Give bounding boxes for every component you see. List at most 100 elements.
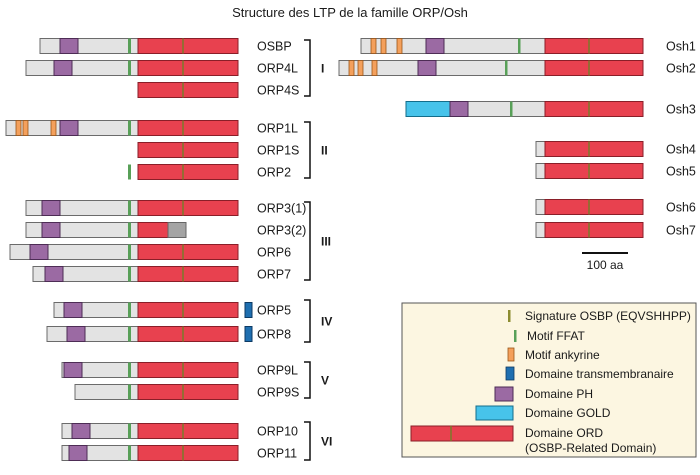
- ord-domain: [137, 60, 239, 76]
- ord-domain: [137, 362, 239, 378]
- ord-domain: [544, 101, 644, 117]
- protein-name: ORP3(2): [257, 224, 306, 238]
- scale-bar-label: 100 aa: [587, 258, 624, 272]
- ph-domain: [44, 266, 64, 282]
- protein-name: ORP3(1): [257, 202, 306, 216]
- group-bracket: II: [304, 121, 328, 179]
- orp-protein-row: ORP6: [9, 244, 291, 260]
- protein-name: Osh1: [666, 40, 696, 54]
- ffat-motif: [128, 222, 131, 238]
- ph-domain: [59, 120, 79, 136]
- protein-name: Osh6: [666, 201, 696, 215]
- gold-swatch: [475, 405, 514, 421]
- protein-name: Osh3: [666, 103, 696, 117]
- truncated-tail: [167, 222, 187, 238]
- ord-domain: [137, 38, 239, 54]
- ph-domain: [63, 362, 83, 378]
- gold-domain: [405, 101, 451, 117]
- ffat-motif: [518, 38, 521, 54]
- group-bracket: VI: [304, 421, 332, 461]
- group-bracket-line: [304, 201, 311, 281]
- protein-name: Osh5: [666, 165, 696, 179]
- ffat-motif: [128, 60, 131, 76]
- protein-name: Osh2: [666, 62, 696, 76]
- protein-backbone: [338, 60, 546, 76]
- ord-domain: [544, 222, 644, 238]
- legend-label: Motif FFAT: [527, 329, 585, 343]
- group-bracket-line: [304, 421, 311, 461]
- ord-domain: [137, 445, 239, 461]
- protein-name: ORP11: [257, 447, 297, 461]
- orp-protein-row: ORP1S: [137, 142, 299, 158]
- group-bracket-line: [304, 299, 311, 343]
- protein-name: Osh4: [666, 143, 696, 157]
- ffat-motif: [128, 326, 131, 342]
- protein-name: ORP9S: [257, 386, 299, 400]
- orp-protein-row: ORP2: [128, 164, 291, 180]
- orp-protein-row: ORP10: [61, 423, 298, 439]
- group-label: I: [321, 62, 324, 76]
- ord-swatch: [410, 425, 514, 442]
- protein-name: Osh7: [666, 224, 696, 238]
- legend-sublabel: (OSBP-Related Domain): [525, 441, 656, 455]
- protein-name: ORP7: [257, 268, 291, 282]
- ffat-motif: [128, 164, 131, 180]
- orp-protein-row: ORP8: [46, 326, 291, 342]
- ph-domain: [41, 222, 61, 238]
- ffat-motif: [128, 38, 131, 54]
- legend-item-ffat: Motif FFAT: [514, 329, 585, 343]
- legend-label: Domaine GOLD: [525, 406, 611, 420]
- protein-name: ORP4L: [257, 62, 298, 76]
- ord-domain: [137, 326, 239, 342]
- ord-domain: [544, 141, 644, 157]
- ffat-motif: [128, 384, 131, 400]
- transmembrane-swatch: [505, 366, 515, 381]
- orp-protein-row: ORP5: [53, 302, 291, 318]
- orp-protein-row: ORP1L: [5, 120, 298, 136]
- ph-domain: [59, 38, 79, 54]
- group-label: VI: [321, 435, 332, 449]
- ankyrin-motif: [15, 120, 22, 136]
- osh-protein-row: Osh1: [360, 38, 696, 54]
- legend: Signature OSBP (EQVSHHPP)Motif FFATMotif…: [401, 302, 697, 458]
- protein-backbone: [9, 244, 139, 260]
- protein-backbone: [535, 163, 546, 179]
- ord-domain: [137, 142, 239, 158]
- orp-protein-row: ORP4L: [25, 60, 298, 76]
- group-label: IV: [321, 315, 332, 329]
- ffat-motif: [128, 362, 131, 378]
- ankyrin-motif: [371, 60, 378, 76]
- ph-domain: [41, 200, 61, 216]
- ord-domain: [544, 199, 644, 215]
- orp-protein-row: ORP4S: [137, 82, 299, 98]
- ord-domain: [137, 164, 239, 180]
- protein-name: ORP6: [257, 246, 291, 260]
- ffat-motif: [128, 445, 131, 461]
- legend-label: Domaine PH: [525, 387, 593, 401]
- ord-domain: [137, 82, 239, 98]
- protein-name: ORP2: [257, 166, 291, 180]
- ph-domain: [71, 423, 91, 439]
- orp-protein-row: OSBP: [39, 38, 292, 54]
- ffat-motif: [128, 266, 131, 282]
- osh-protein-row: Osh7: [535, 222, 696, 238]
- legend-item-ph: Domaine PH: [494, 386, 593, 402]
- ord-domain: [137, 200, 239, 216]
- protein-backbone: [535, 222, 546, 238]
- osh-protein-row: Osh6: [535, 199, 696, 215]
- ffat-swatch: [514, 330, 517, 342]
- group-bracket: V: [304, 361, 329, 399]
- ankyrin-motif: [22, 120, 29, 136]
- osh-protein-row: Osh5: [535, 163, 696, 179]
- legend-label: Signature OSBP (EQVSHHPP): [525, 309, 691, 323]
- protein-name: OSBP: [257, 40, 292, 54]
- group-bracket-line: [304, 121, 311, 179]
- ankyrin-motif: [50, 120, 57, 136]
- ord-domain-truncated: [137, 222, 169, 238]
- ord-domain: [137, 302, 239, 318]
- group-bracket: I: [304, 39, 324, 97]
- protein-name: ORP8: [257, 328, 291, 342]
